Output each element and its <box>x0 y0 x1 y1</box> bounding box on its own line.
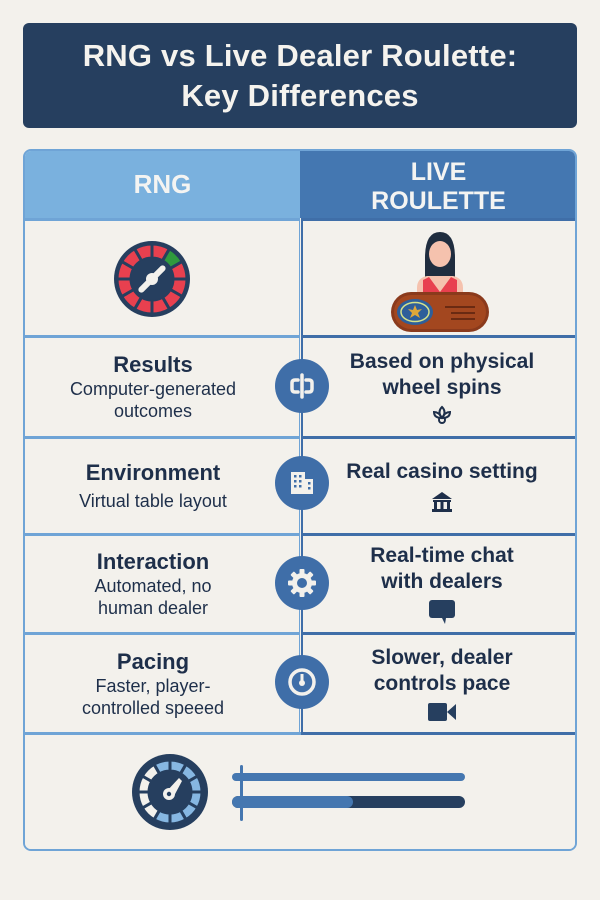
title-line-1: RNG vs Live Dealer Roulette: <box>82 37 518 73</box>
live-description: Based on physical <box>349 350 535 373</box>
live-description: wheel spins <box>382 376 502 399</box>
rng-cell-results: Results Computer-generated outcomes <box>25 335 300 436</box>
hero-cell-rng <box>25 218 300 335</box>
title-banner: RNG vs Live Dealer Roulette: Key Differe… <box>23 23 577 128</box>
rng-description: outcomes <box>113 401 193 421</box>
rng-cell-pacing: Pacing Faster, player- controlled speeed <box>25 632 300 732</box>
feature-label: Environment <box>85 460 221 485</box>
bank-icon <box>431 492 452 512</box>
column-header-live: LIVE ROULETTE <box>300 151 575 218</box>
column-header-live-line1: LIVE <box>410 157 467 186</box>
table-row-environment: Environment Virtual table layout Real ca… <box>25 436 575 533</box>
roulette-wheel-icon <box>114 241 190 317</box>
feature-label: Pacing <box>116 648 190 674</box>
speedometer-icon <box>132 754 208 830</box>
rng-description: human dealer <box>97 598 209 618</box>
gear-icon <box>275 556 329 610</box>
title-line-2: Key Differences <box>181 77 419 113</box>
live-dealer-table-icon <box>391 231 489 332</box>
live-description: with dealers <box>381 570 503 593</box>
rng-description: controlled speeed <box>81 697 225 718</box>
building-icon <box>275 456 329 510</box>
speed-bar-live-fill <box>232 796 354 808</box>
comparison-table: RNG LIVE ROULETTE <box>23 149 577 851</box>
chat-bubble-icon <box>428 600 455 624</box>
speed-bars <box>232 765 467 821</box>
feature-label: Results <box>113 352 193 377</box>
rng-description: Computer-generated <box>69 379 237 399</box>
bar-axis-line <box>240 765 243 821</box>
rng-description: Automated, no <box>94 576 212 596</box>
rng-description: Faster, player- <box>95 675 211 696</box>
hero-row <box>25 218 575 335</box>
hero-cell-live <box>301 218 575 335</box>
speed-bar-rng <box>232 773 465 781</box>
speed-comparison-footer <box>25 732 575 849</box>
table-row-interaction: Interaction Automated, no human dealer R… <box>25 533 575 632</box>
column-header-rng: RNG <box>25 151 300 218</box>
column-header-live-line2: ROULETTE <box>371 186 506 215</box>
feature-label: Interaction <box>96 549 210 574</box>
rng-cell-interaction: Interaction Automated, no human dealer <box>25 533 300 632</box>
live-cell-environment: Real casino setting <box>301 436 575 533</box>
timer-icon <box>275 655 329 709</box>
table-row-pacing: Pacing Faster, player- controlled speeed… <box>25 632 575 732</box>
speed-bar-live-track <box>232 796 465 808</box>
column-header-live-label: LIVE ROULETTE <box>371 158 506 216</box>
live-cell-pacing: Slower, dealer controls pace <box>301 632 575 732</box>
lotus-icon <box>432 405 452 424</box>
live-cell-results: Based on physical wheel spins <box>301 335 575 436</box>
link-icon <box>275 359 329 413</box>
live-description: Real casino setting <box>346 460 538 483</box>
table-row-results: Results Computer-generated outcomes Base… <box>25 335 575 436</box>
column-header-rng-label: RNG <box>133 169 192 199</box>
live-cell-interaction: Real-time chat with dealers <box>301 533 575 632</box>
page-title: RNG vs Live Dealer Roulette: Key Differe… <box>83 36 518 116</box>
live-description: controls pace <box>373 671 511 695</box>
rng-description: Virtual table layout <box>79 491 227 511</box>
live-description: Real-time chat <box>370 544 514 567</box>
video-camera-icon <box>428 702 456 721</box>
rng-cell-environment: Environment Virtual table layout <box>25 436 300 533</box>
live-description: Slower, dealer <box>371 645 513 669</box>
